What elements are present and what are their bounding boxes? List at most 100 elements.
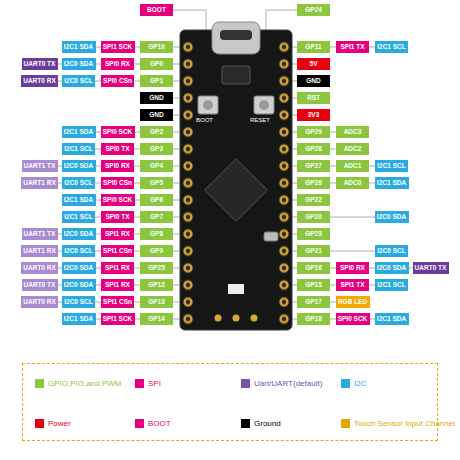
pin-label: GP1 [140, 75, 173, 87]
pin-name: I2C0 SCL [377, 247, 406, 254]
pin-label: RST [297, 92, 330, 104]
pin-label: UART0 TX [22, 58, 58, 70]
crystal [264, 232, 278, 241]
pin-label: GP13 [140, 296, 173, 308]
pin-name: I2C1 SCL [377, 162, 406, 169]
pin-label: GP21 [297, 245, 330, 257]
pin-label: I2C0 SDA [62, 58, 96, 70]
pin-name: GP10 [148, 43, 165, 50]
pin-name: I2C1 SDA [377, 315, 406, 322]
pin-name: GP20 [305, 213, 322, 220]
pin-name: UART0 TX [24, 60, 56, 67]
pin-label: SPI1 CSn [101, 296, 134, 308]
pin-name: I2C0 SCL [64, 77, 93, 84]
pin-name: GP3 [150, 145, 163, 152]
pin-name: I2C1 SCL [377, 281, 406, 288]
pin-name: BOOT [147, 6, 166, 13]
rgb-led [228, 284, 244, 294]
pin-name: GP12 [148, 281, 165, 288]
pin-name: SPI1 RX [105, 281, 130, 288]
pin-name: GP14 [148, 315, 165, 322]
pin-name: GND [306, 77, 320, 84]
rp2040-chip [205, 159, 267, 221]
boot-button [198, 96, 218, 114]
pin-name: SPI0 RX [105, 60, 130, 67]
pin-label: I2C0 SCL [62, 296, 95, 308]
pin-name: GP22 [305, 196, 322, 203]
legend-swatch [35, 419, 44, 428]
pin-name: SPI1 CSn [103, 247, 132, 254]
pin-name: I2C1 SDA [64, 43, 93, 50]
pin-label: I2C1 SDA [62, 194, 96, 206]
legend-text: Ground [254, 418, 281, 429]
pin-name: GP16 [305, 264, 322, 271]
pin-name: GND [149, 94, 163, 101]
legend-text: Touch Sensor Input Channel [354, 418, 455, 429]
legend-text: I2C [354, 378, 366, 389]
pin-name: I2C1 SDA [64, 128, 93, 135]
pin-name: GP24 [305, 6, 322, 13]
pin-name: SPI1 RX [105, 264, 130, 271]
pin-label: GP25 [140, 262, 173, 274]
pin-name: UART0 RX [23, 264, 56, 271]
pin-label: UART0 RX [21, 262, 58, 274]
pin-name: GP9 [150, 247, 163, 254]
pin-label: I2C0 SDA [62, 262, 96, 274]
pin-name: GP5 [150, 179, 163, 186]
pin-name: SPI0 SCK [103, 196, 133, 203]
pin-name: I2C1 SDA [377, 179, 406, 186]
pin-name: I2C0 SDA [64, 264, 93, 271]
pin-label: GP12 [140, 279, 173, 291]
pin-name: GP7 [150, 213, 163, 220]
pin-label: I2C0 SDA [375, 211, 409, 223]
pin-label: GP6 [140, 194, 173, 206]
pin-name: SPI1 TX [340, 43, 364, 50]
pin-name: I2C0 SDA [64, 60, 93, 67]
pin-name: GP23 [305, 230, 322, 237]
pin-name: UART1 RX [23, 247, 56, 254]
pin-label: BOOT [140, 4, 173, 16]
pin-name: I2C0 SDA [377, 213, 406, 220]
pin-label: GP23 [297, 228, 330, 240]
pin-label: UART1 TX [22, 228, 58, 240]
pin-label: UART0 RX [21, 296, 58, 308]
pin-label: ADC2 [336, 143, 369, 155]
pin-label: GP3 [140, 143, 173, 155]
pin-label: SPI0 RX [336, 262, 369, 274]
legend-swatch [341, 379, 350, 388]
pin-label: GND [140, 109, 173, 121]
pin-name: SPI1 CSn [103, 298, 132, 305]
pin-name: GP8 [150, 230, 163, 237]
pin-name: 3V3 [308, 111, 320, 118]
pin-name: ADC1 [344, 162, 362, 169]
silkscreen-label: BOOT [196, 117, 213, 123]
pin-label: ADC0 [336, 177, 369, 189]
pin-label: GND [297, 75, 330, 87]
legend-text: Uart/UART(default) [254, 378, 322, 389]
pin-label: SPI0 RX [101, 160, 134, 172]
pin-label: GP9 [140, 245, 173, 257]
pin-name: GND [149, 111, 163, 118]
pin-label: GP5 [140, 177, 173, 189]
pin-label: UART0 TX [22, 279, 58, 291]
usb-c-connector [212, 22, 260, 54]
pin-label: I2C0 SCL [62, 245, 95, 257]
pin-label: UART1 RX [21, 177, 58, 189]
pin-label: GP24 [297, 4, 330, 16]
pin-label: GP15 [297, 279, 330, 291]
pin-label: SPI1 TX [336, 279, 369, 291]
pin-name: RST [307, 94, 320, 101]
pin-label: GP29 [297, 126, 330, 138]
pin-name: 5V [310, 60, 318, 67]
pin-name: I2C0 SDA [64, 281, 93, 288]
pin-label: I2C0 SDA [375, 262, 409, 274]
pin-label: SPI0 SCK [101, 194, 135, 206]
pin-label: I2C0 SDA [62, 228, 96, 240]
pin-name: SPI1 TX [340, 281, 364, 288]
pin-label: I2C1 SCL [375, 279, 408, 291]
pin-label: GP17 [297, 296, 330, 308]
legend-text: Power [48, 418, 71, 429]
pin-label: SPI1 RX [101, 228, 134, 240]
pin-label: I2C1 SCL [62, 143, 95, 155]
pin-label: SPI1 SCK [101, 313, 135, 325]
